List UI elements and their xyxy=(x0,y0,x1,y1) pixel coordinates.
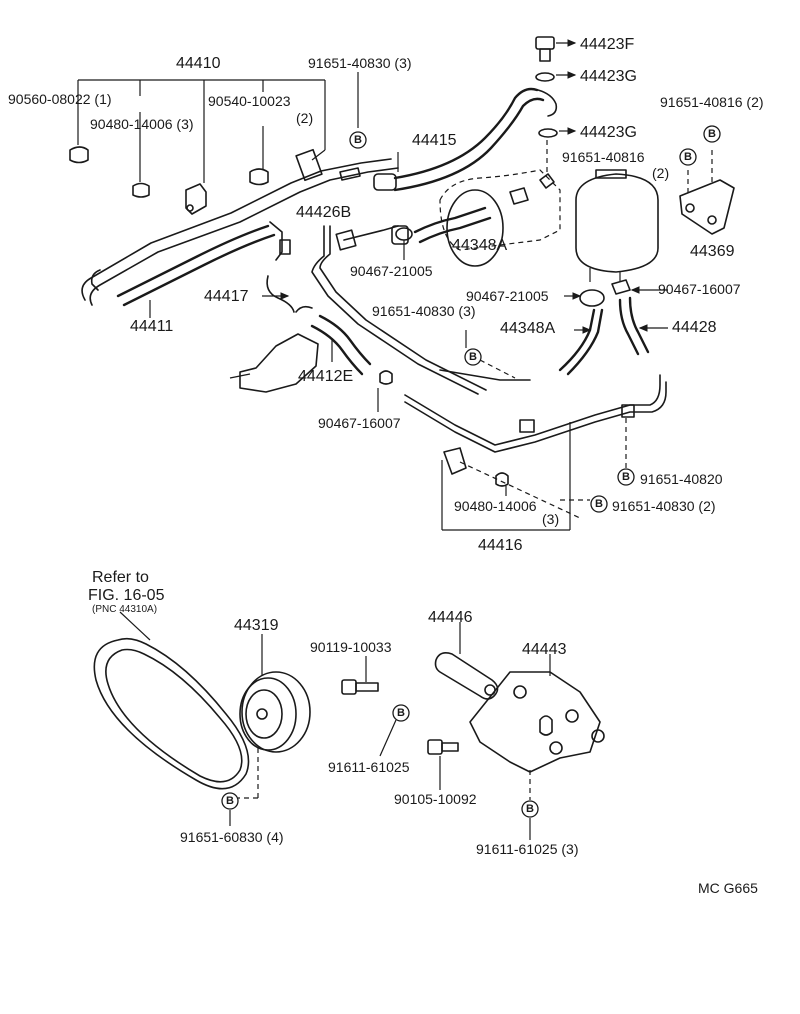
label-90540-qty: (2) xyxy=(296,110,313,126)
label-91651-40830-top: 91651-40830 (3) xyxy=(308,55,412,71)
svg-text:B: B xyxy=(226,795,234,807)
label-90480-14006-qty: (3) xyxy=(542,511,559,527)
label-44443: 44443 xyxy=(522,641,567,658)
reservoir-44369 xyxy=(575,169,659,282)
b-marker-91651-40830-top: B xyxy=(349,131,367,149)
label-91651-40816-mid: 91651-40816 xyxy=(562,149,645,165)
clamp-90467-16007-right xyxy=(611,279,631,295)
hose-44411 xyxy=(90,221,291,318)
label-91651-40830-mid: 91651-40830 (3) xyxy=(372,303,476,319)
label-91651-40820: 91651-40820 xyxy=(640,471,723,487)
hose-44348A-lower xyxy=(558,308,604,376)
clamp-90560-part xyxy=(69,146,89,164)
label-44423G-top: 44423G xyxy=(580,68,637,85)
b-marker-91651-40830-bottom: B xyxy=(590,495,608,513)
b-marker-91651-40816-mid: B xyxy=(679,148,697,166)
svg-text:B: B xyxy=(708,128,716,140)
clamp-90480-bottom xyxy=(443,447,509,487)
bracket-44443 xyxy=(469,654,605,800)
union-bolt-44423F xyxy=(535,36,577,62)
hose-44348A-upper xyxy=(391,206,492,245)
refer-note-line1: Refer to xyxy=(92,569,149,586)
return-tube-44416 xyxy=(404,369,667,453)
label-90467-16007-left: 90467-16007 xyxy=(318,415,401,431)
diagram-code: MC G665 xyxy=(698,880,758,896)
label-44319: 44319 xyxy=(234,617,279,634)
bolt-90105 xyxy=(427,739,459,790)
svg-text:B: B xyxy=(526,803,534,815)
label-90467-21005-lower: 90467-21005 xyxy=(466,288,549,304)
label-44415: 44415 xyxy=(412,132,457,149)
b-marker-91611-61025-left: B xyxy=(379,704,410,757)
b-marker-91651-40820: B xyxy=(617,468,635,486)
gasket-44423G-bottom xyxy=(538,127,577,138)
gasket-44423G-top xyxy=(535,71,577,82)
label-90560-08022: 90560-08022 (1) xyxy=(8,91,112,107)
label-44412E: 44412E xyxy=(298,368,353,385)
bracket-44369 xyxy=(679,150,735,235)
label-44416: 44416 xyxy=(478,537,523,554)
label-44446: 44446 xyxy=(428,609,473,626)
label-44423F: 44423F xyxy=(580,36,634,53)
label-90467-21005-upper: 90467-21005 xyxy=(350,263,433,279)
clamp-90540-part xyxy=(249,168,269,186)
hose-44428 xyxy=(618,296,650,356)
clamp-90480-part-top xyxy=(132,182,150,198)
svg-text:B: B xyxy=(684,151,692,163)
label-44348A-upper: 44348A xyxy=(452,237,507,254)
label-44426B: 44426B xyxy=(296,204,351,221)
refer-note-line2: FIG. 16-05 xyxy=(88,587,165,604)
bolt-90119 xyxy=(341,656,379,695)
adjusting-bar-44446 xyxy=(434,622,499,700)
label-91651-40816-qty: (2) xyxy=(652,165,669,181)
b-marker-91611-61025-right: B xyxy=(521,800,539,840)
label-44411: 44411 xyxy=(130,318,173,335)
pulley-44319 xyxy=(238,634,311,799)
label-90119-10033: 90119-10033 xyxy=(310,639,392,655)
label-44410: 44410 xyxy=(176,55,221,72)
pressure-tube-44410 xyxy=(81,148,399,306)
b-marker-91651-60830: B xyxy=(221,792,239,826)
label-90467-16007-right: 90467-16007 xyxy=(658,281,741,297)
v-belt xyxy=(93,611,250,790)
label-90480-14006-bottom: 90480-14006 xyxy=(454,498,537,514)
svg-text:B: B xyxy=(622,471,630,483)
svg-text:B: B xyxy=(595,498,603,510)
label-90480-14006-top: 90480-14006 (3) xyxy=(90,116,194,132)
label-91611-61025-left: 91611-61025 xyxy=(328,759,410,775)
svg-text:B: B xyxy=(469,351,477,363)
label-44428: 44428 xyxy=(672,319,717,336)
label-91611-61025-right: 91611-61025 (3) xyxy=(476,841,578,857)
leader-44410-bracket xyxy=(77,72,359,183)
pump-body-outline xyxy=(439,169,561,267)
svg-text:B: B xyxy=(397,707,405,719)
refer-note-line3: (PNC 44310A) xyxy=(92,604,157,615)
clamp-90467-21005-upper xyxy=(395,227,413,260)
label-91651-40816-right: 91651-40816 (2) xyxy=(660,94,764,110)
b-marker-91651-40816-right: B xyxy=(703,125,721,143)
label-44369: 44369 xyxy=(690,243,735,260)
pressure-tube-44426B xyxy=(311,225,487,395)
gear-housing-part xyxy=(229,333,319,393)
clamp-90467-16007-left xyxy=(377,370,393,412)
label-91651-60830: 91651-60830 (4) xyxy=(180,829,284,845)
label-44417: 44417 xyxy=(204,288,249,305)
label-91651-40830-bottom: 91651-40830 (2) xyxy=(612,498,716,514)
hose-44412E xyxy=(295,305,372,376)
label-90105-10092: 90105-10092 xyxy=(394,791,477,807)
label-90540-10023: 90540-10023 xyxy=(208,93,291,109)
b-marker-91651-40830-mid: B xyxy=(464,348,482,366)
leader-lines-middle xyxy=(262,286,668,531)
clamp-90467-21005-lower xyxy=(579,289,605,307)
svg-text:B: B xyxy=(354,134,362,146)
label-44423G-bottom: 44423G xyxy=(580,124,637,141)
clip-44410-part xyxy=(185,183,207,215)
hose-44415 xyxy=(373,87,558,192)
label-44348A-lower: 44348A xyxy=(500,320,555,337)
clip-44417-part xyxy=(266,275,295,313)
